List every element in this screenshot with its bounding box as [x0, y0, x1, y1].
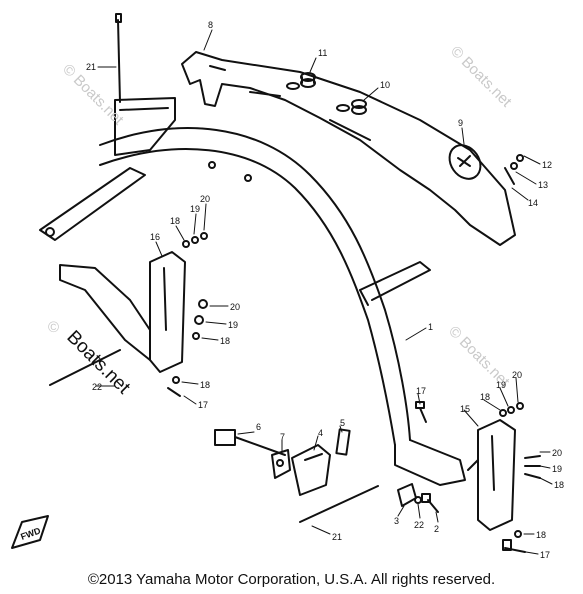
part-17-bolt-bottom-right — [502, 539, 526, 553]
callout-3: 3 — [394, 516, 399, 526]
part-17-bolt-center — [415, 401, 427, 423]
callout-18-bottom-right: 18 — [536, 530, 546, 540]
callout-16: 16 — [150, 232, 160, 242]
part-4-bracket — [291, 444, 331, 496]
callout-22-bottom: 22 — [414, 520, 424, 530]
upper-left-arm — [39, 97, 176, 241]
part-8-upper-bracket — [181, 51, 516, 246]
part-19-washer-mid-left — [194, 315, 204, 325]
part-6-bolt — [214, 429, 286, 456]
callout-7: 7 — [280, 432, 285, 442]
part-1-main-frame — [99, 127, 466, 486]
callout-18-lower-right: 18 — [554, 480, 564, 490]
callout-18-upper-right: 18 — [480, 392, 490, 402]
watermark-copyright-symbol: © — [48, 319, 59, 336]
part-18-washer-mid-left — [192, 332, 200, 340]
callout-15: 15 — [460, 404, 470, 414]
callout-22-left: 22 — [92, 382, 102, 392]
part-3-plate — [397, 483, 417, 507]
callout-4: 4 — [318, 428, 323, 438]
callout-17-center: 17 — [416, 386, 426, 396]
watermark-top-right: © Boats.net — [447, 43, 515, 111]
part-18-washer-upper-left — [182, 240, 190, 248]
part-13-washer — [510, 162, 518, 170]
part-14-bolt — [504, 167, 515, 185]
part-22-washer — [414, 496, 422, 504]
callout-11: 11 — [318, 48, 327, 58]
callout-18-upper-left: 18 — [170, 216, 180, 226]
part-20-nut-upper-right — [516, 402, 524, 410]
callout-19-upper-left: 19 — [190, 204, 200, 214]
copyright-notice: ©2013 Yamaha Motor Corporation, U.S.A. A… — [87, 571, 496, 588]
callout-13: 13 — [538, 180, 548, 190]
callout-6: 6 — [256, 422, 261, 432]
part-7-plate — [271, 449, 291, 479]
part-2-bolt — [421, 493, 439, 513]
part-18-washer-lower-left — [172, 376, 180, 384]
callout-1: 1 — [428, 322, 433, 332]
part-19-washer-upper-right — [507, 406, 515, 414]
part-20-nut-mid-left — [198, 299, 208, 309]
part-19-washer-upper-left — [191, 236, 199, 244]
callout-20-mid-left: 20 — [230, 302, 240, 312]
callout-21-bottom: 21 — [332, 532, 342, 542]
part-18-washer-lower-right — [524, 473, 541, 479]
callout-12: 12 — [542, 160, 552, 170]
part-21-rod-top — [115, 13, 122, 103]
part-20-nut-upper-left — [200, 232, 208, 240]
part-22-pin-left — [49, 349, 121, 386]
callout-19-lower-right: 19 — [552, 464, 562, 474]
part-20-nut-lower-right — [524, 455, 541, 459]
callout-2: 2 — [434, 524, 439, 534]
callout-5: 5 — [340, 418, 345, 428]
callout-14: 14 — [528, 198, 538, 208]
callout-17-lower-left: 17 — [198, 400, 208, 410]
part-5-pin — [335, 428, 351, 456]
part-16-left-bracket — [59, 251, 186, 373]
callout-18-lower-left: 18 — [200, 380, 210, 390]
part-12-nut — [516, 154, 524, 162]
callout-8: 8 — [208, 20, 213, 30]
callout-10: 10 — [380, 80, 390, 90]
part-17-bolt-lower-left — [167, 387, 181, 397]
callout-20-upper-right: 20 — [512, 370, 522, 380]
callout-9: 9 — [458, 118, 463, 128]
fwd-arrow-icon — [11, 515, 49, 549]
callout-18-mid-left: 18 — [220, 336, 230, 346]
callout-20-upper-left: 20 — [200, 194, 210, 204]
part-18-washer-bottom-right — [514, 530, 522, 538]
callout-labels: 21 8 11 10 9 12 13 14 18 19 20 16 20 19 … — [86, 20, 564, 560]
callout-20-lower-right: 20 — [552, 448, 562, 458]
part-18-washer-upper-right — [499, 409, 507, 417]
callout-17-bottom-right: 17 — [540, 550, 550, 560]
callout-21-top: 21 — [86, 62, 96, 72]
part-15-right-bracket — [467, 419, 516, 531]
part-11-grommet — [300, 72, 316, 88]
part-10-grommet — [351, 99, 367, 115]
callout-19-upper-right: 19 — [496, 380, 506, 390]
callout-19-mid-left: 19 — [228, 320, 238, 330]
part-21-rod-bottom — [299, 485, 379, 523]
part-9-reflector — [448, 144, 482, 180]
